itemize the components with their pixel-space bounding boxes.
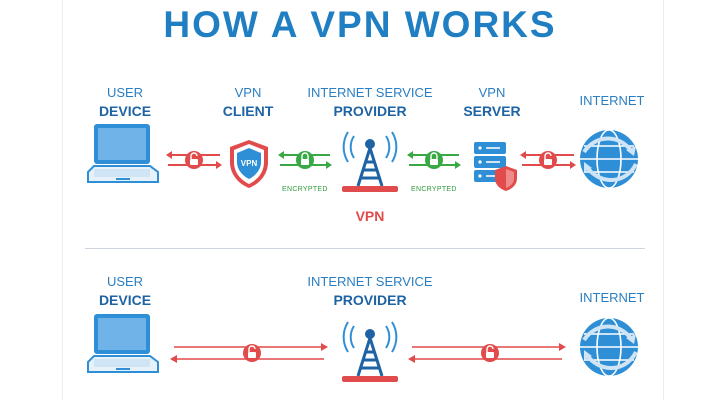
label-isp-bottom: INTERNET SERVICE PROVIDER (307, 274, 433, 308)
globe-icon (580, 317, 638, 377)
cell-tower-icon (342, 321, 398, 382)
label-vpn-server: VPN SERVER (463, 85, 521, 119)
globe-icon (580, 129, 638, 189)
laptop-icon (87, 314, 159, 373)
server-icon (474, 142, 517, 191)
encrypted-link-1 (278, 151, 332, 169)
page-title: HOW A VPN WORKS (163, 4, 557, 45)
unencrypted-link-3 (170, 343, 328, 363)
diagram-frame (62, 0, 664, 400)
unencrypted-link-4 (408, 343, 566, 363)
label-user-device-bottom: USER DEVICE (98, 274, 152, 308)
label-internet-top: INTERNET (579, 93, 645, 108)
vpn-shield-icon: VPN (230, 140, 268, 188)
unencrypted-link-1 (166, 151, 222, 169)
encrypted-link-2 (407, 151, 461, 169)
label-vpn-client: VPN CLIENT (222, 85, 274, 119)
section-divider (85, 248, 645, 249)
laptop-icon (87, 124, 159, 183)
cell-tower-icon (342, 131, 398, 192)
label-isp-top: INTERNET SERVICE PROVIDER (307, 85, 433, 119)
encrypted-label-right: ENCRYPTED (411, 186, 457, 193)
unencrypted-link-2 (520, 151, 576, 169)
label-internet-bottom: INTERNET (579, 290, 645, 305)
shield-text: VPN (241, 159, 258, 168)
vpn-tunnel-label: VPN (355, 208, 385, 224)
label-user-device-top: USER DEVICE (98, 85, 152, 119)
encrypted-label-left: ENCRYPTED (282, 186, 328, 193)
